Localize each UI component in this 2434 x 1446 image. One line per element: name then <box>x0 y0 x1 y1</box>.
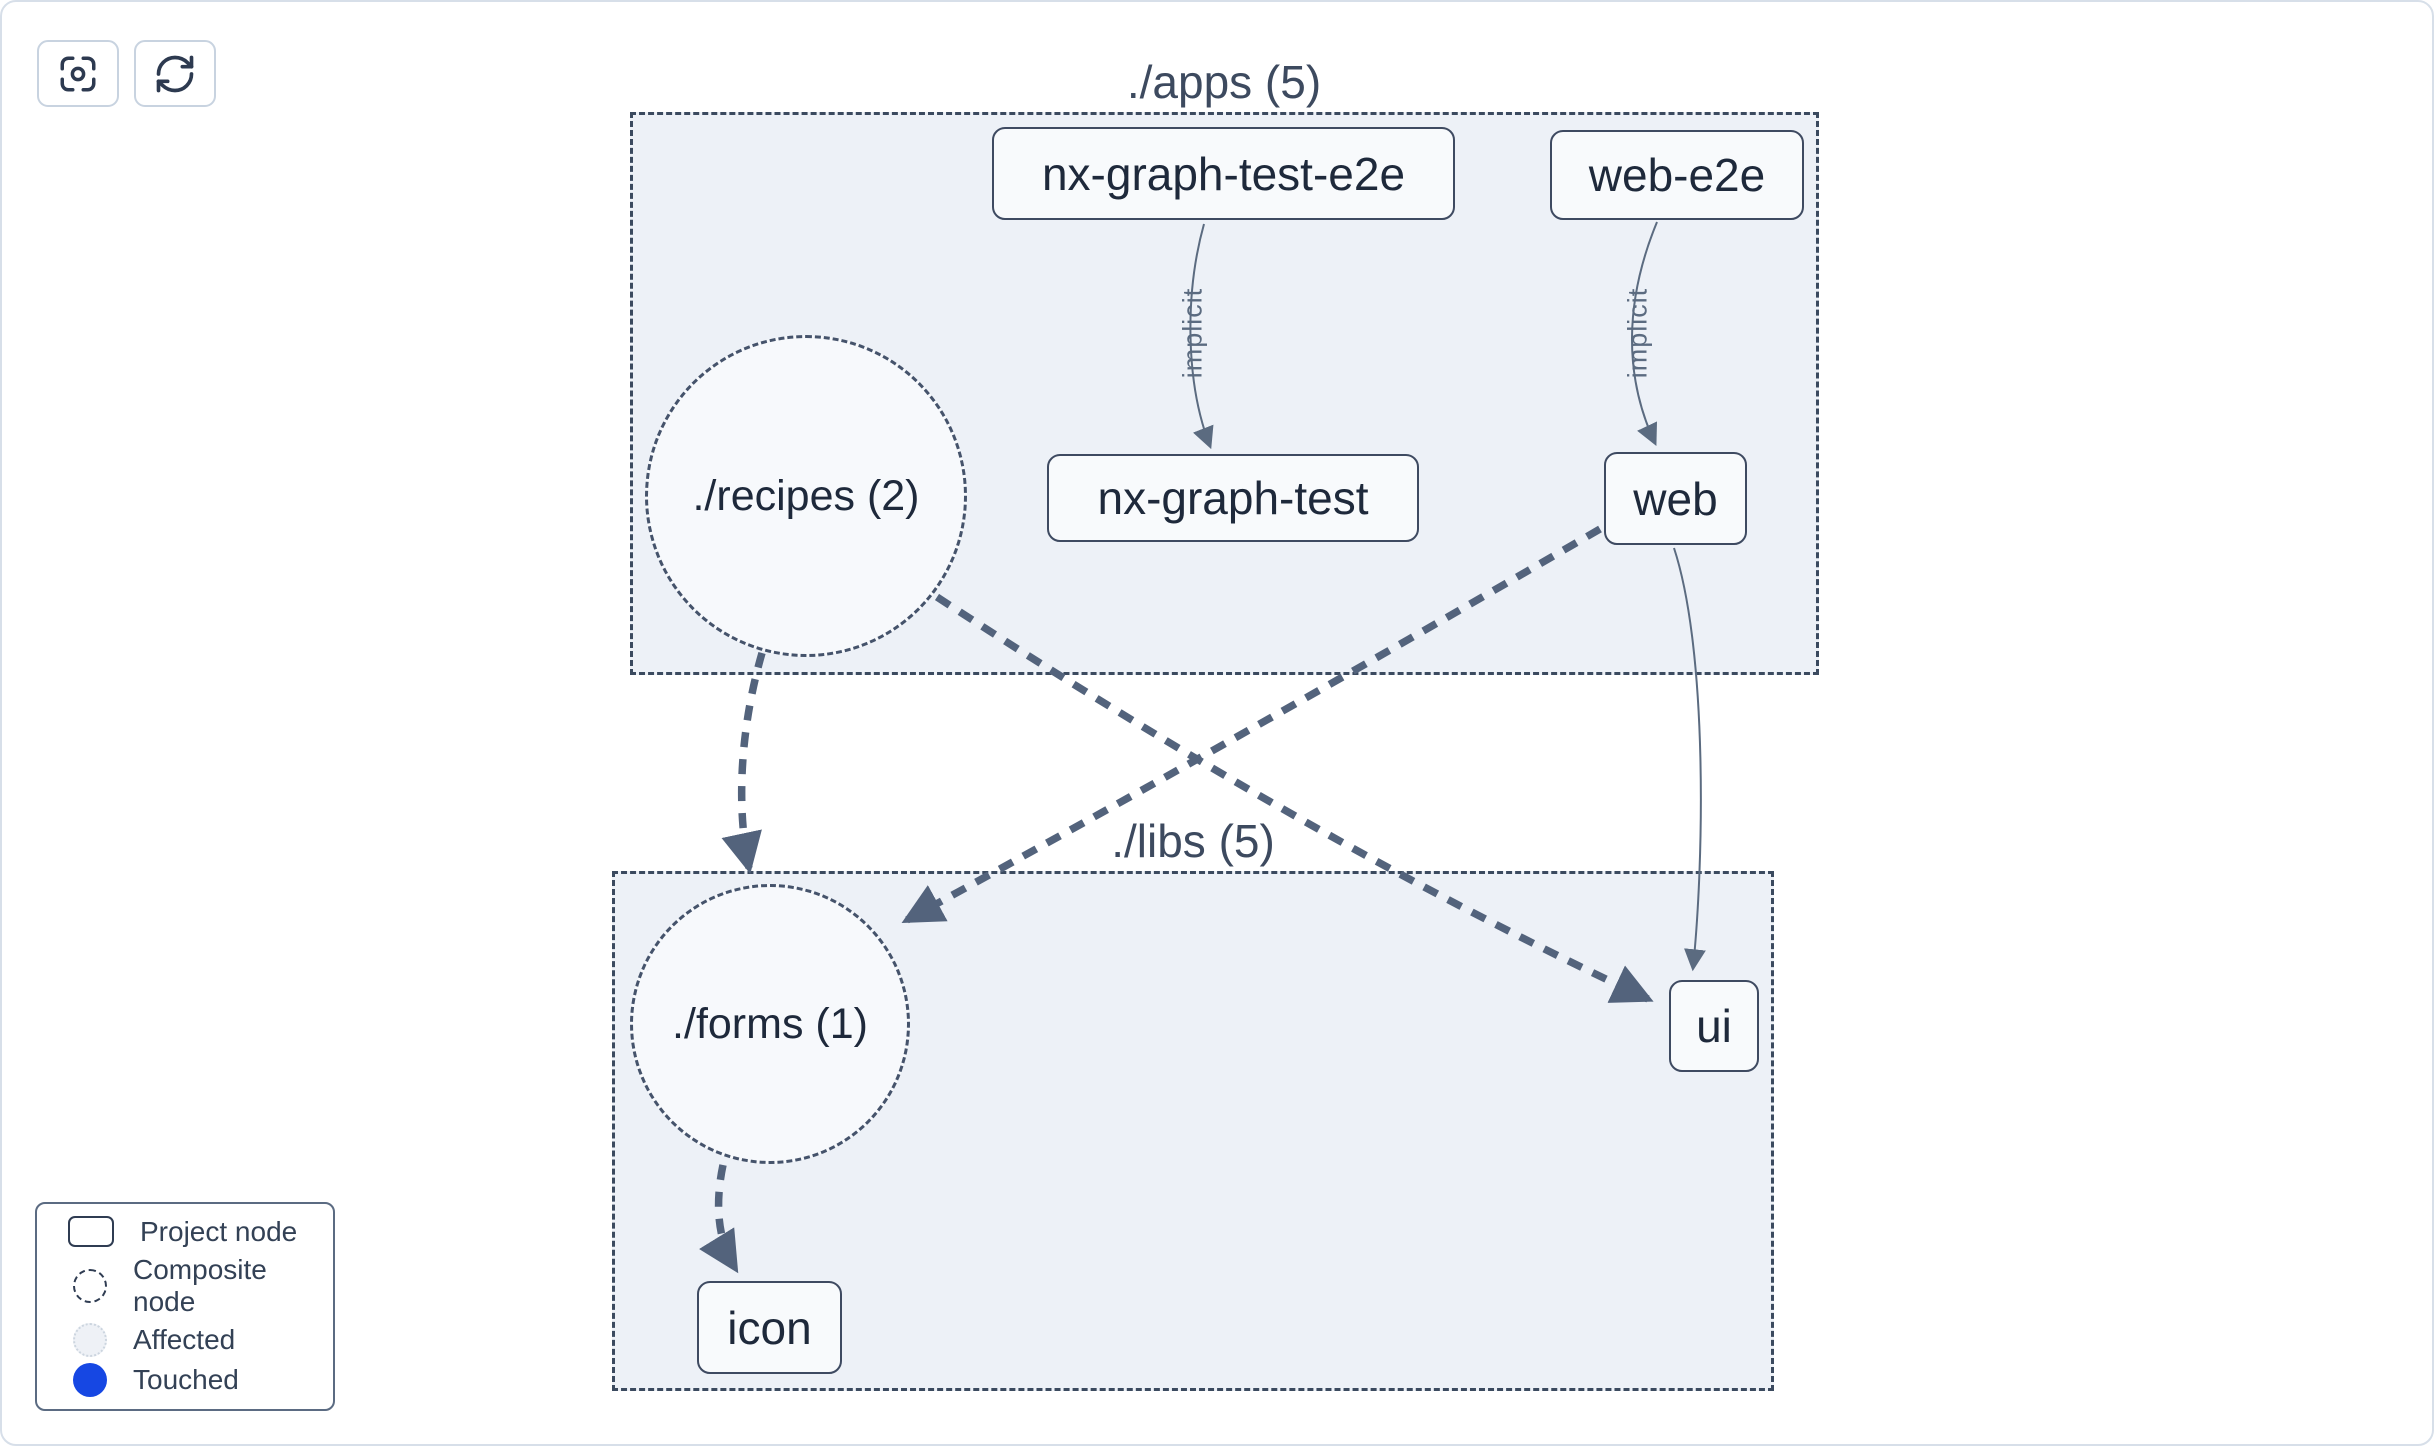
group-libs-label: ./libs (5) <box>1111 815 1275 867</box>
legend-item-touched: Touched <box>37 1363 333 1398</box>
touched-swatch <box>73 1363 107 1398</box>
node-nx-graph-test-e2e[interactable]: nx-graph-test-e2e <box>992 127 1455 220</box>
toolbar <box>37 40 216 107</box>
focus-icon <box>60 56 96 91</box>
project-node-swatch <box>68 1216 114 1248</box>
node-ui[interactable]: ui <box>1669 980 1759 1072</box>
affected-swatch <box>73 1323 107 1358</box>
legend-label-composite-node: Composite node <box>133 1253 267 1317</box>
node-icon[interactable]: icon <box>697 1281 842 1374</box>
composite-node-forms[interactable]: ./forms (1) <box>630 884 910 1164</box>
node-icon-label: icon <box>727 1301 812 1354</box>
node-web-label: web <box>1633 472 1718 525</box>
composite-node-swatch <box>73 1268 107 1303</box>
edge-label-implicit-1: implicit <box>1177 287 1208 379</box>
legend-item-composite-node: Composite node <box>37 1254 333 1318</box>
node-web-e2e-label: web-e2e <box>1588 149 1766 201</box>
legend-item-project-node: Project node <box>37 1216 333 1248</box>
legend: Project node Composite node Affected Tou… <box>35 1202 335 1411</box>
refresh-icon <box>156 55 194 92</box>
edge-label-implicit-2: implicit <box>1622 287 1653 379</box>
legend-label-affected: Affected <box>133 1324 236 1356</box>
node-nx-graph-test-e2e-label: nx-graph-test-e2e <box>1041 147 1406 200</box>
node-web[interactable]: web <box>1604 452 1747 545</box>
node-web-e2e[interactable]: web-e2e <box>1550 130 1804 220</box>
legend-label-touched: Touched <box>133 1364 239 1396</box>
refresh-button[interactable] <box>134 40 216 107</box>
legend-item-affected: Affected <box>37 1323 333 1358</box>
edge-recipes-to-forms <box>721 651 766 875</box>
node-nx-graph-test-label: nx-graph-test <box>1097 472 1369 524</box>
focus-button[interactable] <box>37 40 119 107</box>
legend-label-project-node: Project node <box>140 1215 298 1247</box>
composite-node-forms-label: ./forms (1) <box>672 999 868 1048</box>
group-apps-label: ./apps (5) <box>1126 56 1322 108</box>
composite-node-recipes[interactable]: ./recipes (2) <box>645 335 967 657</box>
node-ui-label: ui <box>1696 1000 1732 1052</box>
composite-node-recipes-label: ./recipes (2) <box>692 471 920 520</box>
node-nx-graph-test[interactable]: nx-graph-test <box>1047 454 1419 542</box>
